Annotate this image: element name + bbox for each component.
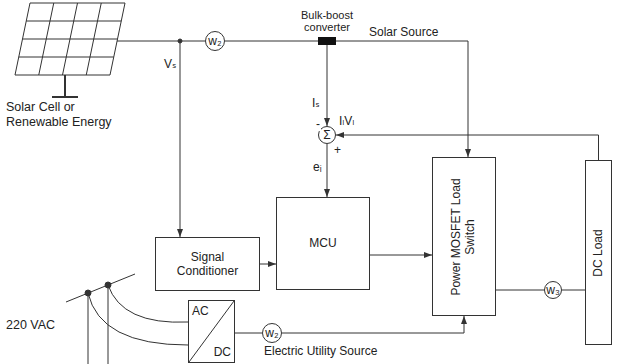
process-box: Power MOSFET Load Switch [432, 157, 496, 316]
converter-box: AC DC [188, 300, 235, 363]
meter-circle: w₂ [262, 323, 282, 343]
edge-label: Iₛ [311, 96, 321, 110]
node-text: Bulk-boost converter [290, 9, 364, 34]
panel-grid [19, 57, 114, 58]
connector [327, 45, 328, 126]
node-text: w₂ [265, 327, 278, 339]
voltage-label: 220 VAC [5, 318, 56, 333]
edge-label: Solar Source [368, 25, 439, 39]
edge-label: eᵢ [312, 160, 323, 174]
node-text: Signal Conditioner [159, 250, 256, 279]
utility-pole [88, 293, 89, 364]
connector [327, 144, 328, 197]
process-box: Signal Conditioner [155, 237, 260, 291]
divider-line [189, 301, 234, 362]
supply-wire [88, 293, 188, 345]
connector [336, 41, 468, 157]
meter-circle: w₃ [544, 281, 562, 299]
junction-dot [178, 39, 182, 43]
converter-block: Bulk-boost converter [318, 37, 336, 45]
panel-pole [64, 75, 66, 97]
signal-name: Vₛ [163, 57, 177, 71]
load-box: DC Load [585, 160, 612, 345]
solar-panel [15, 3, 125, 75]
node-text: DC [214, 346, 231, 358]
panel-base [52, 96, 78, 98]
node-text: Power MOSFET Load Switch [450, 162, 478, 311]
solar-wire [117, 41, 205, 42]
node-text: w₃ [546, 284, 560, 296]
connector [496, 290, 544, 291]
connector [235, 333, 262, 334]
connector [370, 255, 432, 256]
sign-label: - [315, 117, 321, 131]
caption-label: Solar Cell or Renewable Energy [5, 100, 125, 130]
node-text: w₂ [208, 35, 221, 47]
node-text: MCU [309, 236, 336, 250]
connector [260, 264, 276, 265]
power-line [66, 274, 135, 302]
connector [562, 290, 585, 291]
panel-grid [23, 39, 118, 40]
meter-circle: w₂ [205, 31, 225, 51]
edge-label: Electric Utility Source [263, 344, 378, 358]
connector [225, 41, 318, 42]
process-box: MCU [276, 197, 370, 290]
edge-label: IₗVₗ [338, 114, 355, 128]
panel-grid [26, 21, 121, 22]
voltage-sense-wire [180, 41, 181, 237]
connector [282, 316, 464, 333]
node-text: DC Load [592, 165, 606, 340]
node-text: AC [192, 305, 209, 317]
node-text: Σ [323, 129, 330, 141]
sign-label: + [333, 143, 342, 157]
